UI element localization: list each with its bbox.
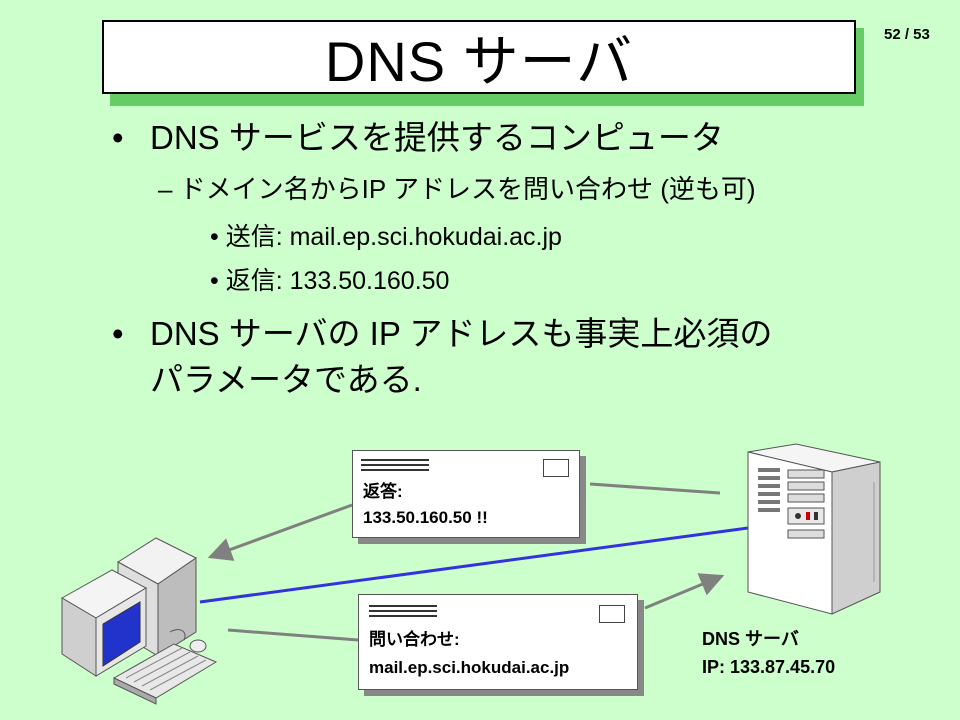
query-message-line-2: mail.ep.sci.hokudai.ac.jp	[369, 658, 570, 677]
bullet-1-text: DNS サービスを提供するコンピュータ	[150, 119, 724, 156]
dns-server-name: DNS サーバ	[702, 629, 799, 649]
network-link-line	[199, 526, 749, 604]
bullet-dot: •	[112, 119, 124, 156]
slide-title: DNS サーバ	[102, 20, 856, 94]
reply-message-line-2: 133.50.160.50 !!	[363, 508, 488, 527]
bullet-2-line-2: パラメータである.	[150, 361, 422, 398]
envelope-stamp-icon	[543, 459, 569, 477]
reply-arrow-to-client	[207, 503, 353, 561]
page-number: 52 / 53	[884, 26, 930, 43]
bullet-dot: •	[112, 315, 124, 352]
query-message-envelope: 問い合わせ: mail.ep.sci.hokudai.ac.jp	[358, 594, 638, 690]
bullet-1-sub-reply: • 返信: 133.50.160.50	[210, 267, 450, 295]
dns-server-ip: IP: 133.87.45.70	[702, 657, 836, 677]
server-tower-icon	[747, 443, 881, 615]
query-arrow-from-client	[227, 628, 359, 642]
bullet-2-line-1: DNS サーバの IP アドレスも事実上必須の	[150, 315, 773, 352]
dns-server-label: DNS サーバ IP: 133.87.45.70	[702, 625, 835, 681]
query-arrow-to-server	[644, 573, 725, 610]
reply-message-envelope: 返答: 133.50.160.50 !!	[352, 450, 580, 538]
envelope-stamp-icon	[599, 605, 625, 623]
client-pc-icon	[60, 537, 218, 705]
query-message-line-1: 問い合わせ:	[369, 630, 460, 649]
reply-arrow-from-server	[589, 482, 721, 495]
reply-message-line-1: 返答:	[363, 482, 403, 501]
bullet-1-sub: – ドメイン名からIP アドレスを問い合わせ (逆も可)	[158, 174, 756, 204]
bullet-1-sub-send: • 送信: mail.ep.sci.hokudai.ac.jp	[210, 223, 562, 251]
